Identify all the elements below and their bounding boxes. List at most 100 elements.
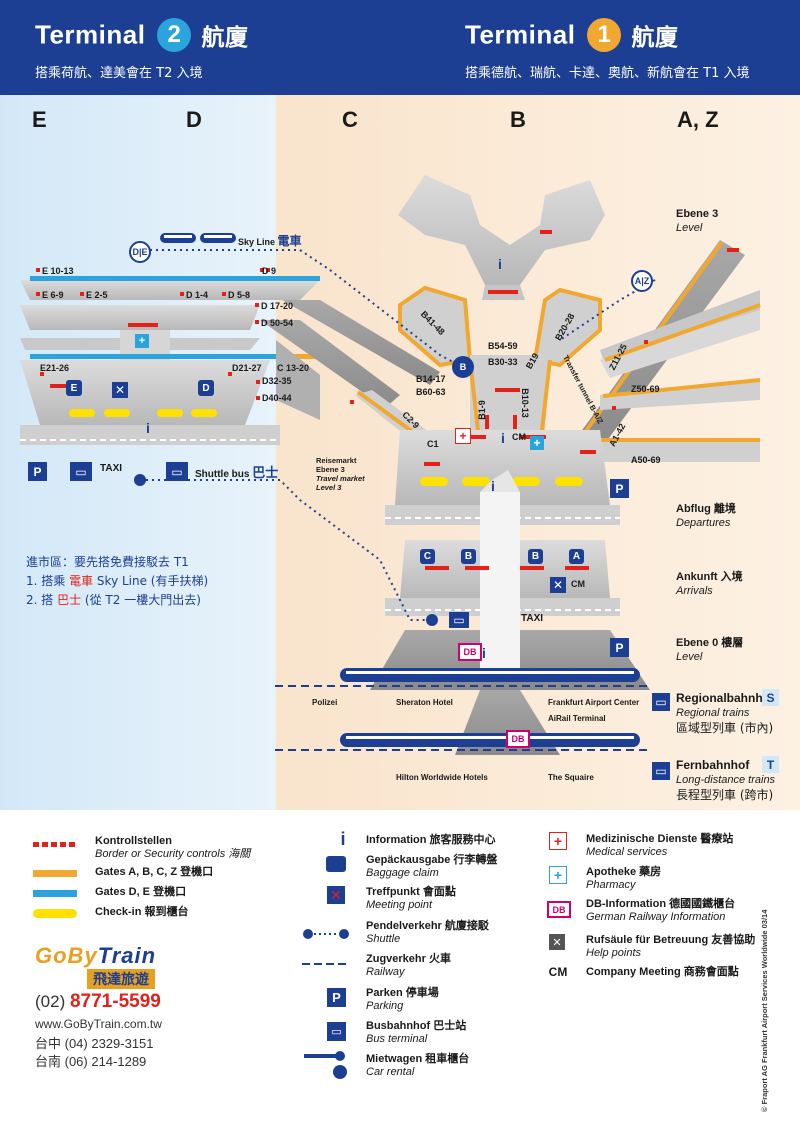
pharmacy-icon-t1: + bbox=[530, 436, 544, 450]
level-departures-de: Abflug 離境 bbox=[676, 503, 736, 515]
legend-control-icon bbox=[33, 842, 75, 847]
level-ebene3: Ebene 3 Level bbox=[676, 207, 718, 235]
legend-railway-de: Zugverkehr 火車 bbox=[366, 953, 451, 965]
legend-parking-en: Parking bbox=[366, 1000, 404, 1012]
legend-parking-de: Parken 停車場 bbox=[366, 987, 439, 999]
gate-d17-20: D 17-20 bbox=[261, 301, 294, 311]
info-icon-b-pier: i bbox=[498, 256, 502, 272]
baggage-d-icon: D bbox=[198, 380, 214, 396]
level-ebene3-en: Level bbox=[676, 222, 703, 234]
regional-train bbox=[340, 668, 640, 682]
regional-train-de: Regionalbahnhof bbox=[676, 691, 774, 705]
legend-car-rental-de: Mietwagen 租車櫃台 bbox=[366, 1053, 470, 1065]
gobytrain-advert: GoByTrain 飛達旅遊 (02) 8771-5599 www.GoByTr… bbox=[35, 943, 175, 1071]
legend-gates-de-icon bbox=[33, 890, 77, 897]
pharmacy-icon: + bbox=[549, 866, 567, 884]
baggage-a-icon: A bbox=[569, 549, 584, 564]
legend-pharmacy-de: Apotheke 藥房 bbox=[586, 866, 662, 878]
baggage-e-icon: E bbox=[66, 380, 82, 396]
level-arrivals-en: Arrivals bbox=[676, 585, 713, 597]
gobytrain-website[interactable]: www.GoByTrain.com.tw bbox=[35, 1017, 162, 1031]
reisemarkt-label: Reisemarkt Ebene 3 Travel market Level 3 bbox=[316, 456, 365, 492]
note-line-3: 2. 搭 巴士 (從 T2 一樓大門出去) bbox=[26, 591, 208, 610]
legend-meeting-de: Treffpunkt 會面點 bbox=[366, 886, 456, 898]
terminal-2-word: Terminal bbox=[35, 19, 146, 50]
legend-help-en: Help points bbox=[586, 947, 642, 959]
legend-medical-en: Medical services bbox=[586, 846, 668, 858]
gate-d32-35: D32-35 bbox=[262, 376, 292, 386]
cm-icon: CM bbox=[548, 965, 568, 979]
shuttle-bus-label: Shuttle bus 巴士 bbox=[195, 462, 278, 481]
legend-shuttle-de: Pendelverkehr 航廈接駁 bbox=[366, 920, 489, 932]
terminal-1-number: 1 bbox=[587, 18, 622, 53]
info-icon-cm: i bbox=[501, 430, 505, 446]
skyline-station-az[interactable]: A|Z bbox=[631, 270, 653, 292]
gate-b14-17: B14-17 bbox=[416, 374, 446, 384]
long-distance-de: Fernbahnhof bbox=[676, 758, 750, 772]
terminal-1-word: Terminal bbox=[465, 19, 576, 50]
terminal-map bbox=[20, 175, 761, 755]
gobytrain-phone: (02) 8771-5599 bbox=[35, 991, 175, 1013]
gate-d1-4: D 1-4 bbox=[186, 290, 209, 300]
legend-information: Information 旅客服務中心 bbox=[366, 834, 496, 847]
gobytrain-cn-name: 飛達旅遊 bbox=[87, 969, 155, 989]
column-c: C bbox=[342, 107, 358, 132]
legend-gates-abcz: Gates A, B, C, Z 登機口 bbox=[95, 866, 213, 879]
terminal-2-hang: 航廈 bbox=[201, 25, 249, 52]
skyline-station-de[interactable]: D|E bbox=[129, 241, 151, 263]
shuttle-bus-cn: 巴士 bbox=[252, 465, 279, 480]
legend-checkin-de: Check-in 報到櫃台 bbox=[95, 906, 189, 918]
gate-z50-69: Z50-69 bbox=[631, 384, 660, 394]
medical-icon: + bbox=[549, 832, 567, 850]
legend-medical-de: Medizinische Dienste 醫療站 bbox=[586, 833, 734, 845]
long-distance-train bbox=[340, 733, 640, 747]
legend-checkin: Check-in 報到櫃台 bbox=[95, 906, 189, 919]
info-icon-level0: i bbox=[482, 645, 486, 661]
legend-car-rental-en: Car rental bbox=[366, 1066, 415, 1078]
terminal-2-airlines: 搭乘荷航、達美會在 T2 入境 bbox=[35, 66, 203, 81]
skyline-station-b[interactable]: B bbox=[452, 356, 474, 378]
level-ebene3-de: Ebene 3 bbox=[676, 208, 719, 220]
legend-help-de: Rufsäule für Betreuung 友善協助 bbox=[586, 934, 756, 946]
gate-d40-44: D40-44 bbox=[262, 393, 292, 403]
reisemarkt-text: Reisemarkt bbox=[316, 456, 357, 465]
meeting-point-icon-t1: ✕ bbox=[550, 577, 566, 593]
gate-b1-9: B1-9 bbox=[476, 400, 487, 420]
skyline-label-de: Sky Line bbox=[238, 237, 276, 247]
parking-icon-level0: P bbox=[610, 638, 629, 657]
gate-a50-69: A50-69 bbox=[631, 455, 661, 465]
gobytrain-phone-number: 8771-5599 bbox=[69, 991, 161, 1012]
railway-icon bbox=[302, 963, 350, 965]
gate-e10-13: E 10-13 bbox=[42, 266, 74, 276]
note-line-3a: 2. 搭 bbox=[26, 593, 58, 607]
column-b: B bbox=[510, 107, 526, 132]
skyline-label-cn: 電車 bbox=[277, 234, 302, 248]
bus-icon: ▭ bbox=[327, 1022, 346, 1041]
gobytrain-taichung: 台中 (04) 2329-3151 bbox=[35, 1036, 154, 1051]
reisemarkt-ebene: Ebene 3 bbox=[316, 465, 345, 474]
legend-railway-en: Railway bbox=[366, 966, 405, 978]
terminal-1-building bbox=[355, 175, 761, 755]
legend-control-de: Kontrollstellen bbox=[95, 835, 173, 847]
copyright-notice: © Fraport AG Frankfurt Airport Services … bbox=[760, 909, 769, 1112]
column-az: A, Z bbox=[677, 107, 719, 132]
gate-e6-9: E 6-9 bbox=[42, 290, 64, 300]
terminal-2-area bbox=[0, 95, 276, 810]
hilton-label: Hilton Worldwide Hotels bbox=[396, 773, 488, 782]
gate-e2-5: E 2-5 bbox=[86, 290, 108, 300]
travel-market-level: Level 3 bbox=[316, 483, 342, 492]
long-distance-train-icon: ▭ bbox=[652, 762, 670, 780]
level-ebene0-en: Level bbox=[676, 651, 703, 663]
note-line-2c: Sky Line (有手扶梯) bbox=[93, 574, 209, 588]
